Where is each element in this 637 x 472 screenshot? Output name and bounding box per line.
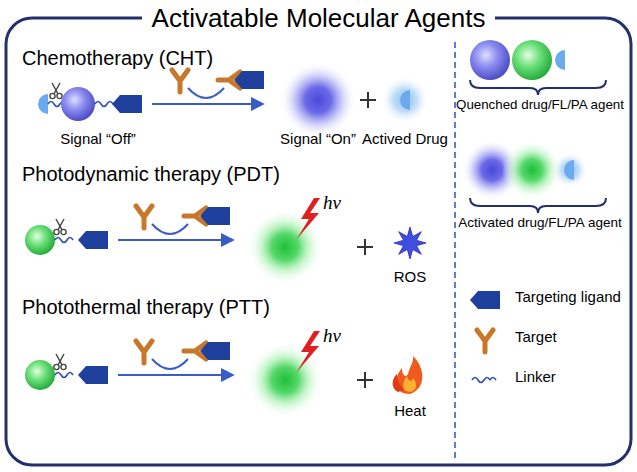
legend-text: Targeting ligand xyxy=(515,288,621,306)
light-symbol: hv xyxy=(323,325,341,348)
product-label: Actived Drug xyxy=(345,130,465,148)
product-label: Heat xyxy=(350,402,470,420)
legend-text: Linker xyxy=(515,368,556,386)
group-caption: Quenched drug/FL/PA agent xyxy=(456,97,624,113)
state-label: Signal “Off” xyxy=(38,130,158,148)
figure-title: Activatable Molecular Agents xyxy=(0,3,637,34)
product-label: ROS xyxy=(350,268,470,286)
section-heading: Photothermal therapy (PTT) xyxy=(22,295,270,319)
light-symbol: hv xyxy=(323,192,341,215)
legend-text: Target xyxy=(515,328,557,346)
state-label: Signal “On” xyxy=(258,130,378,148)
group-caption: Activated drug/FL/PA agent xyxy=(456,215,624,231)
section-heading: Photodynamic therapy (PDT) xyxy=(22,162,280,186)
section-heading: Chemotherapy (CHT) xyxy=(22,46,213,70)
